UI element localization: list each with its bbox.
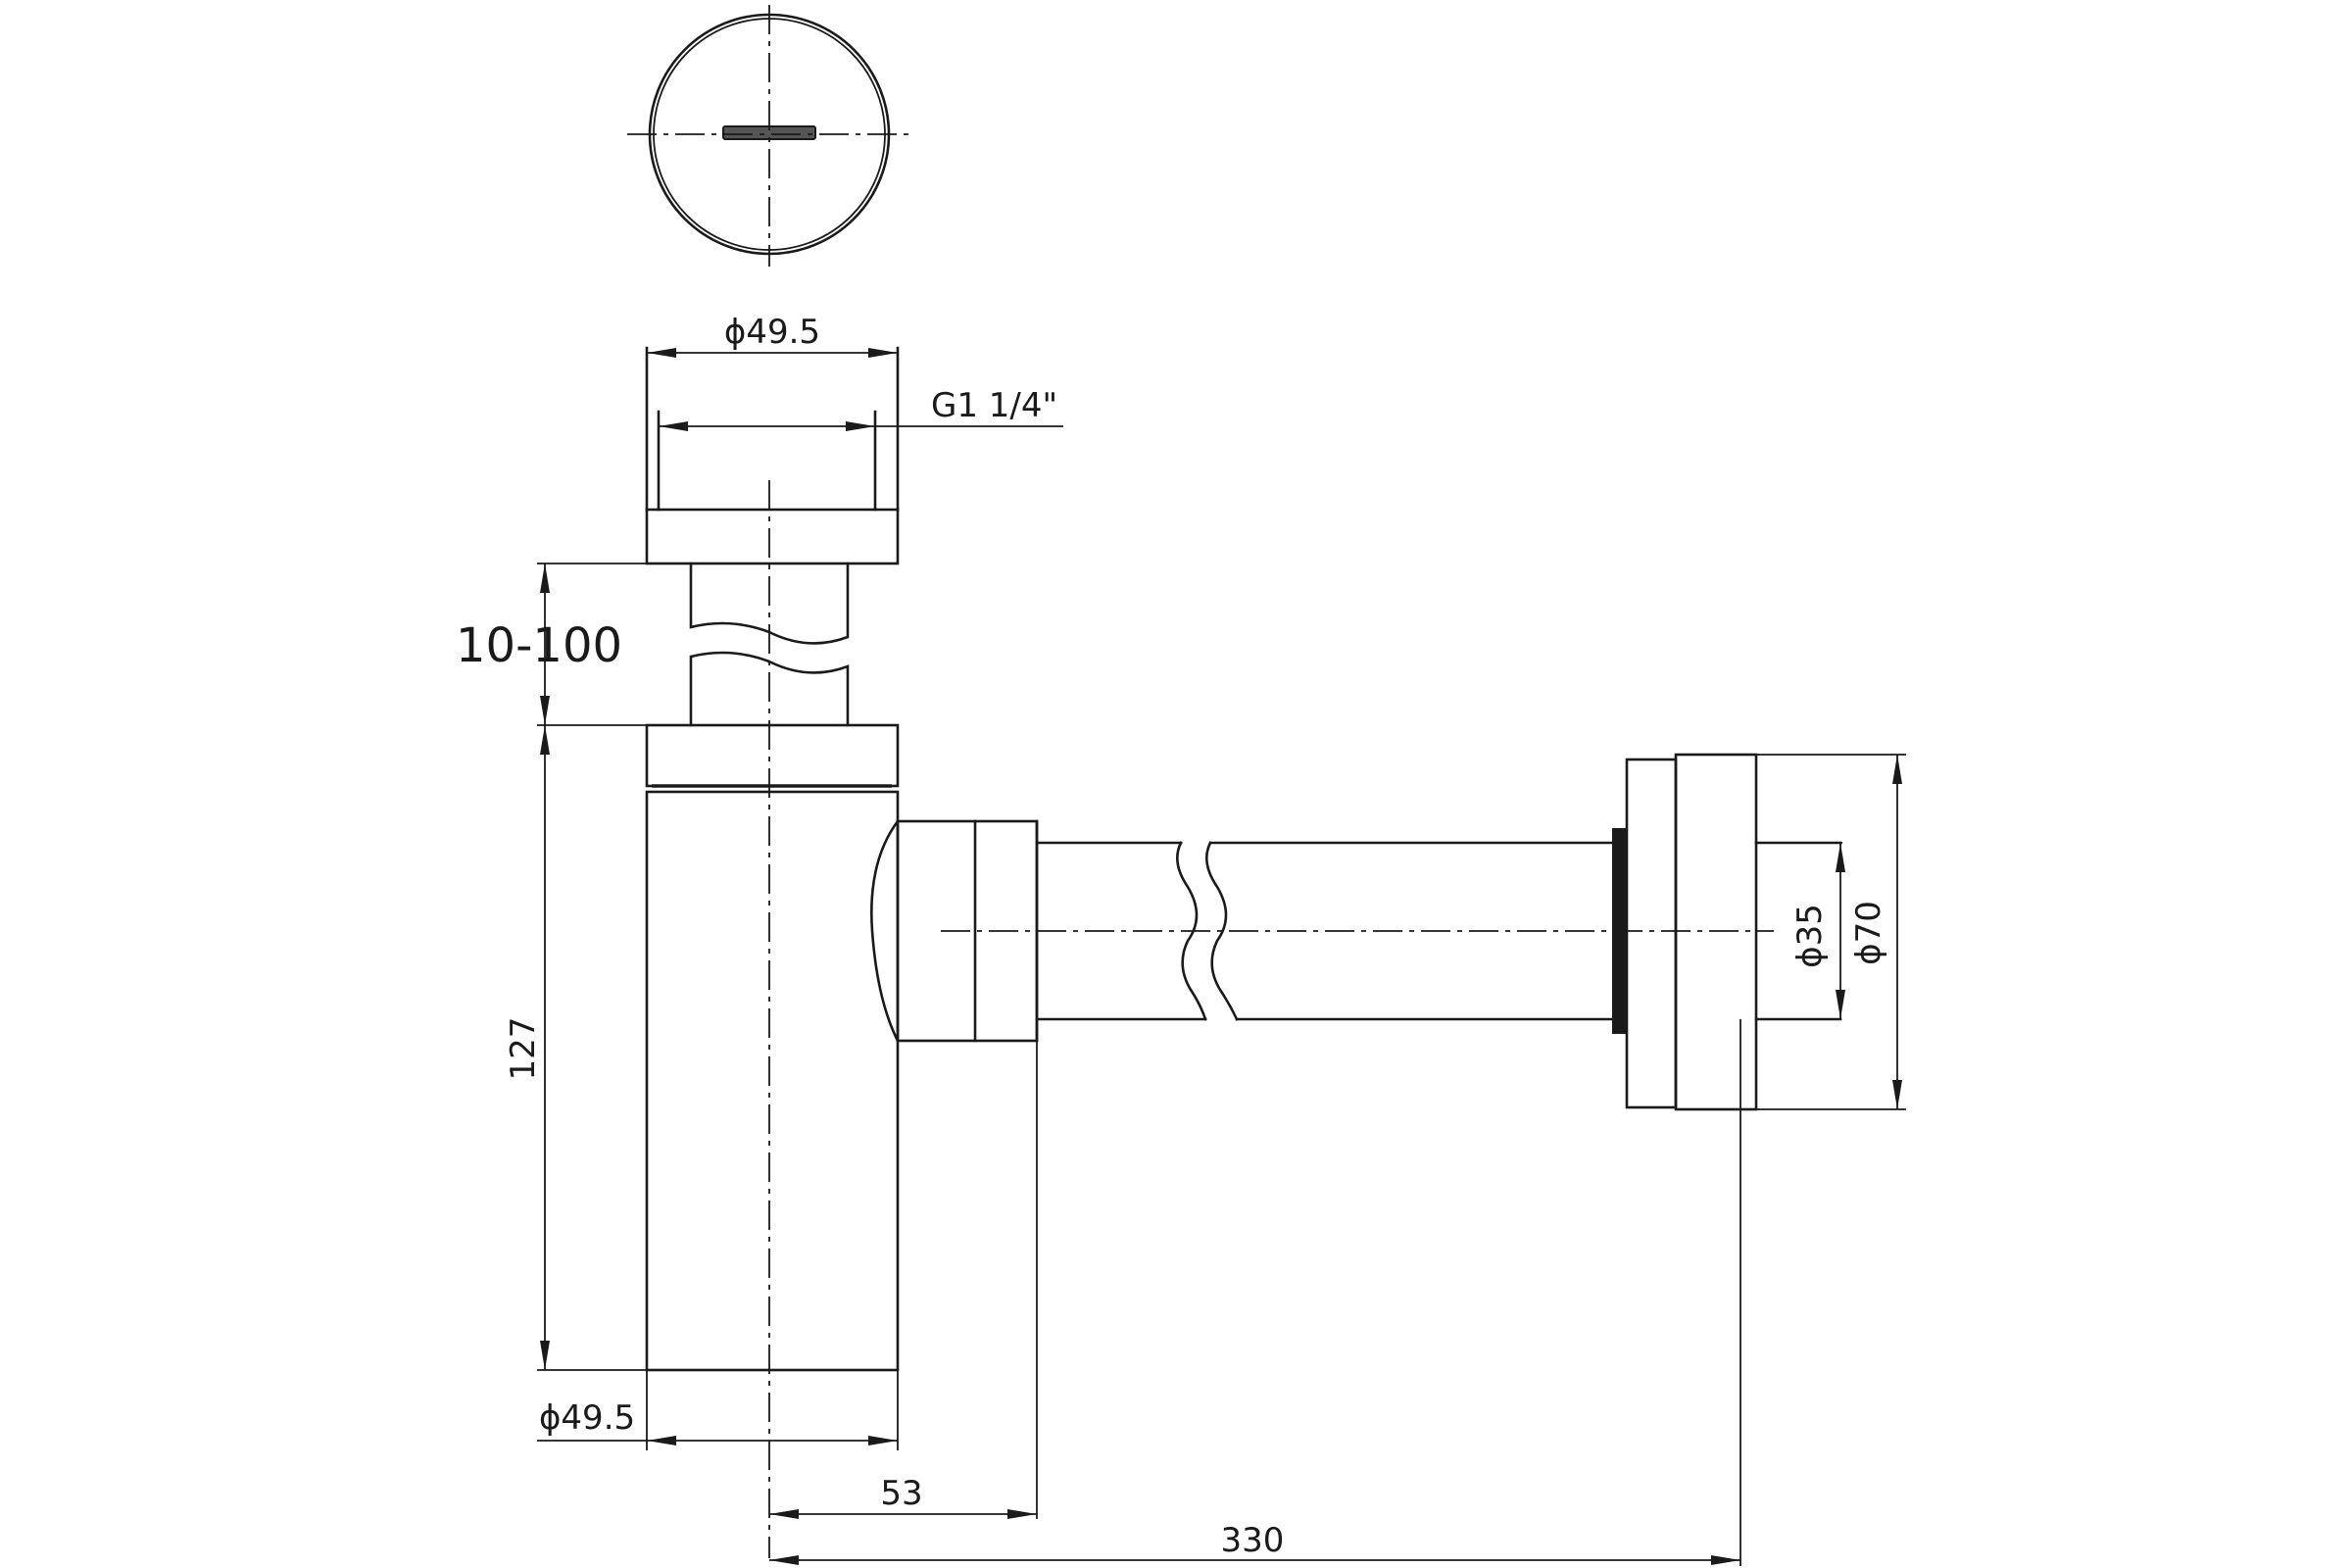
top-view <box>627 5 911 267</box>
dim-thread: G1 1/4" <box>931 386 1057 425</box>
dim-total-length: 330 <box>1221 1521 1285 1560</box>
wall-flange <box>1674 753 1758 1111</box>
flange-ring <box>1625 758 1678 1109</box>
dim-body-height: 127 <box>504 1017 543 1081</box>
dim-flange-diameter: ϕ70 <box>1849 901 1888 965</box>
pipe-break-left <box>1176 841 1207 1021</box>
drain-cap <box>645 508 900 565</box>
outlet-elbow <box>870 819 900 1043</box>
body-collar <box>645 723 900 788</box>
pipe-break-right <box>1205 841 1239 1021</box>
dim-outlet-offset: 53 <box>880 1474 922 1513</box>
front-view <box>645 346 1842 1558</box>
dim-pipe-diameter: ϕ35 <box>1790 904 1830 968</box>
dim-body-diameter: ϕ49.5 <box>539 1398 635 1438</box>
dim-top-cap-diameter: ϕ49.5 <box>724 313 820 352</box>
dim-adjustable-height: 10-100 <box>456 618 622 673</box>
siphon-body <box>645 790 900 1372</box>
dimensions: ϕ49.5 G1 1/4" 10-100 127 ϕ49.5 53 <box>456 313 1906 1566</box>
